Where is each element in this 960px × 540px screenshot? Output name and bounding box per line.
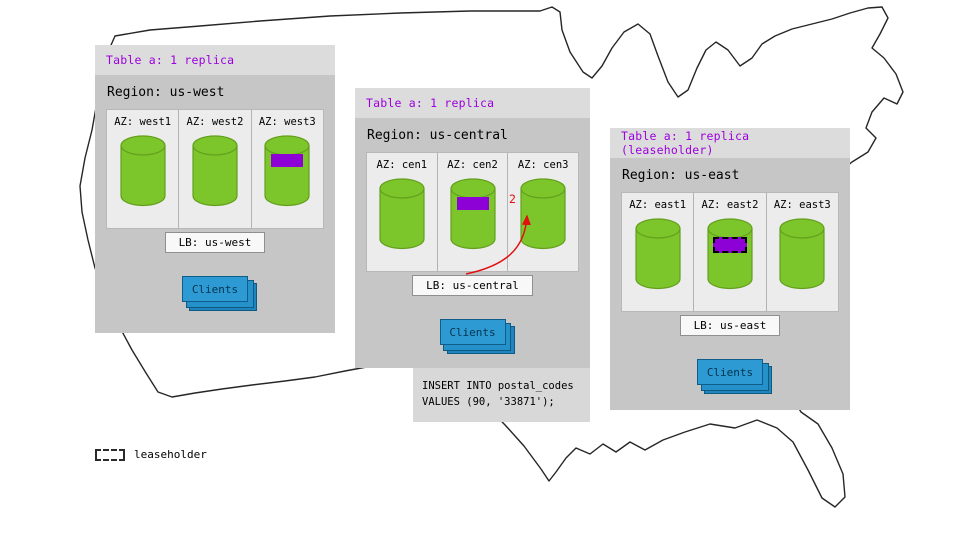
region-title: Region: us-east: [622, 168, 740, 183]
leaseholder-marker: [712, 237, 747, 253]
az-label: AZ: east1: [629, 199, 687, 211]
database-cylinder: [449, 178, 496, 250]
database-cylinder: [192, 135, 238, 207]
clients-stack: Clients: [697, 359, 772, 394]
clients-button: Clients: [697, 359, 763, 385]
database-cylinder: [779, 218, 825, 290]
table-replica-label: Table a: 1 replica: [366, 96, 495, 110]
database-cylinder: [520, 178, 566, 250]
az-cell-cen1: AZ: cen1: [367, 153, 437, 271]
region-title: Region: us-central: [367, 128, 508, 143]
az-label: AZ: cen2: [447, 159, 498, 171]
database-cylinder-icon: [707, 218, 753, 290]
leaseholder-swatch-icon: [95, 448, 125, 461]
database-cylinder: [264, 135, 310, 207]
legend-label: leaseholder: [134, 448, 207, 461]
clients-stack: Clients: [182, 276, 257, 311]
load-balancer-box: LB: us-east: [679, 315, 781, 336]
az-label: AZ: cen1: [376, 159, 428, 171]
az-cell-cen2: AZ: cen2: [436, 153, 508, 271]
az-row: AZ: west1 AZ: west2: [106, 109, 324, 229]
clients-button: Clients: [439, 319, 506, 345]
table-replica-label: Table a: 1 replica (leaseholder): [621, 129, 750, 157]
sql-query-line1: INSERT INTO postal_codes: [422, 380, 574, 392]
arrow-step-label: 2: [509, 192, 516, 206]
clients-stack: Clients: [439, 319, 515, 354]
database-cylinder: [120, 135, 166, 207]
replica-marker: [456, 197, 489, 210]
az-label: AZ: east2: [701, 199, 759, 211]
database-cylinder-icon: [379, 178, 425, 250]
table-replica-header: Table a: 1 replica: [95, 45, 335, 75]
database-cylinder-icon: [520, 178, 566, 250]
az-cell-cen3: AZ: cen3: [507, 153, 578, 271]
az-cell-east3: AZ: east3: [765, 193, 838, 311]
az-cell-east1: AZ: east1: [622, 193, 693, 311]
database-cylinder: [635, 218, 681, 290]
region-panel-body: Region: us-east AZ: east1 AZ: east2: [610, 158, 850, 410]
load-balancer-box: LB: us-central: [412, 275, 533, 296]
region-title: Region: us-west: [107, 85, 225, 100]
database-cylinder-icon: [635, 218, 681, 290]
table-replica-header: Table a: 1 replica (leaseholder): [610, 128, 850, 158]
az-row: AZ: east1 AZ: east2: [621, 192, 839, 312]
table-replica-header: Table a: 1 replica: [355, 88, 590, 118]
az-label: AZ: west3: [258, 116, 316, 128]
region-panel-us-central: Table a: 1 replica Region: us-central AZ…: [355, 88, 590, 368]
az-label: AZ: east3: [773, 199, 831, 211]
az-cell-east2: AZ: east2: [693, 193, 765, 311]
region-panel-body: Region: us-central AZ: cen1 AZ: cen2: [355, 118, 590, 368]
az-label: AZ: west2: [186, 116, 244, 128]
database-cylinder-icon: [449, 178, 496, 250]
clients-button: Clients: [182, 276, 248, 302]
az-label: AZ: cen3: [517, 159, 569, 171]
az-cell-west2: AZ: west2: [178, 110, 250, 228]
database-cylinder: [707, 218, 753, 290]
database-cylinder-icon: [192, 135, 238, 207]
az-row: AZ: cen1 AZ: cen2: [366, 152, 579, 272]
replica-marker: [271, 154, 304, 167]
sql-query-line2: VALUES (90, '33871');: [422, 396, 555, 409]
sql-query-annotation: INSERT INTO postal_codes VALUES (90, '33…: [413, 368, 590, 422]
legend: leaseholder: [95, 448, 207, 461]
az-cell-west3: AZ: west3: [250, 110, 323, 228]
database-cylinder: [379, 178, 425, 250]
database-cylinder-icon: [779, 218, 825, 290]
region-panel-us-east: Table a: 1 replica (leaseholder) Region:…: [610, 128, 850, 410]
az-label: AZ: west1: [114, 116, 172, 128]
region-panel-us-west: Table a: 1 replica Region: us-west AZ: w…: [95, 45, 335, 333]
az-cell-west1: AZ: west1: [107, 110, 178, 228]
database-cylinder-icon: [264, 135, 310, 207]
load-balancer-box: LB: us-west: [164, 232, 266, 253]
database-cylinder-icon: [120, 135, 166, 207]
table-replica-label: Table a: 1 replica: [106, 53, 235, 67]
region-panel-body: Region: us-west AZ: west1 AZ: west2: [95, 75, 335, 333]
